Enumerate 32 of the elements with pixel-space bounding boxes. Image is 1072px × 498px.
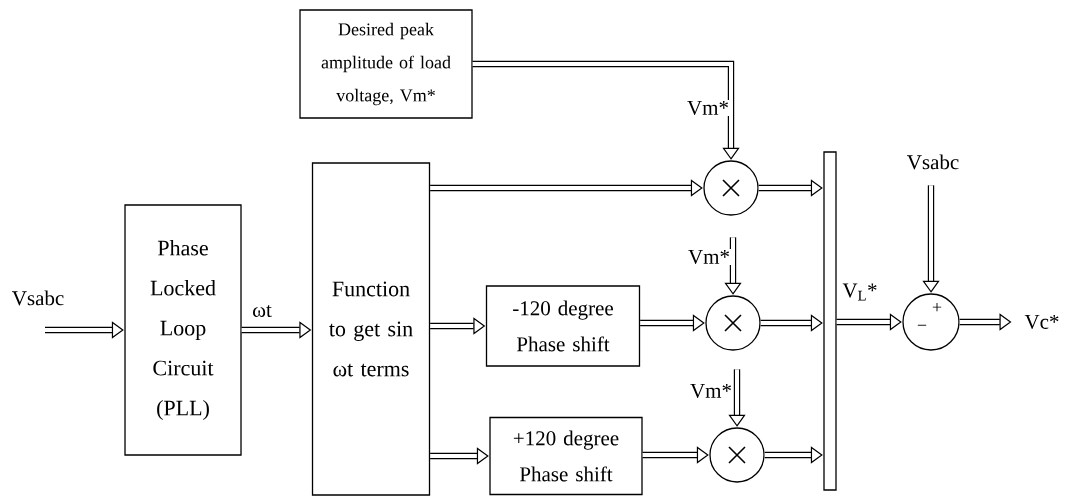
double-arrow bbox=[642, 446, 709, 464]
double-arrow bbox=[760, 314, 823, 332]
double-arrow bbox=[472, 60, 740, 160]
edge-label: Vsabc bbox=[905, 153, 961, 171]
double-arrow bbox=[724, 237, 742, 295]
multiplier-circle bbox=[709, 427, 765, 483]
block-box: +120 degree Phase shift bbox=[489, 416, 643, 496]
double-arrow bbox=[430, 447, 489, 465]
mux-bar bbox=[823, 151, 837, 491]
block-box: Phase Locked Loop Circuit (PLL) bbox=[124, 204, 242, 456]
edge-label: Vm* bbox=[689, 382, 733, 400]
block-box: -120 degree Phase shift bbox=[485, 285, 641, 367]
edge-label: V$_{L}$* bbox=[841, 282, 879, 302]
multiplier-circle bbox=[705, 295, 761, 351]
double-arrow bbox=[640, 314, 705, 332]
double-arrow bbox=[836, 313, 902, 331]
block-box: Desired peak amplitude of load voltage, Vm* bbox=[299, 9, 473, 119]
edge-label: Vm* bbox=[687, 248, 731, 266]
double-arrow bbox=[430, 179, 703, 197]
edge-label: Vsabc bbox=[10, 289, 66, 307]
double-arrow bbox=[764, 446, 823, 464]
double-arrow bbox=[728, 369, 746, 427]
double-arrow bbox=[922, 185, 940, 293]
edge-label: Vm* bbox=[686, 99, 730, 117]
multiplier-circle bbox=[703, 160, 759, 216]
summing-junction: + − bbox=[902, 293, 960, 351]
edge-label: Vc* bbox=[1023, 313, 1061, 331]
double-arrow bbox=[959, 313, 1012, 331]
edge-label: ωt bbox=[251, 304, 273, 318]
double-arrow bbox=[758, 179, 823, 197]
block-box: Function to get sin ωt terms bbox=[311, 162, 431, 496]
double-arrow bbox=[45, 321, 124, 339]
